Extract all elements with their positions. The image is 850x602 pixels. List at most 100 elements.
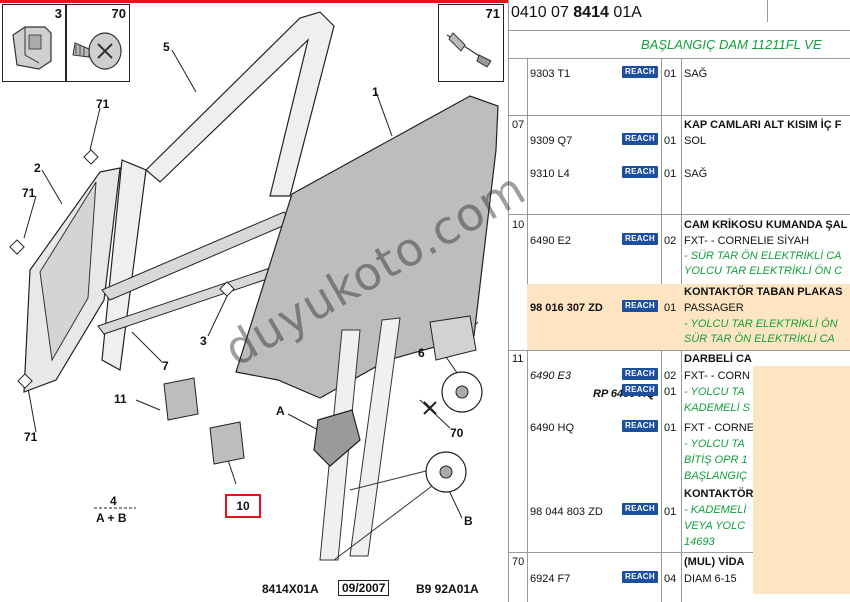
inset-screw-70: 70: [66, 4, 130, 82]
description-title: (MUL) VİDA: [684, 556, 745, 568]
group-number: 07: [512, 119, 525, 131]
quantity: 01: [664, 302, 677, 314]
description-note: - YOLCU TAR ELEKTRİKLİ ÖN: [684, 318, 838, 330]
quantity: 02: [664, 370, 677, 382]
callout-7: 7: [162, 359, 169, 373]
part-number[interactable]: 6490 E2: [530, 235, 571, 247]
description-note: VEYA YOLC: [684, 520, 746, 532]
diagram-date: 09/2007: [338, 580, 390, 596]
callout-70: 70: [450, 426, 464, 440]
callout-B: B: [464, 514, 473, 528]
parts-catalog-panel: 0410 07 8414 01A BAŞLANGIÇ DAM 11211FL V…: [508, 0, 850, 602]
description-note: - SÜR TAR ÖN ELEKTRİKLİ CA: [684, 250, 842, 262]
part-number[interactable]: 98 016 307 ZD: [530, 302, 603, 314]
header-separator: [767, 0, 768, 22]
inset-number: 70: [111, 6, 126, 21]
group-label-a-plus-b: A + B: [96, 511, 127, 525]
description-note: - KADEMELİ: [684, 504, 747, 516]
callout-71-top: 71: [96, 97, 110, 111]
clip-icon: [12, 26, 52, 70]
rivet-icon: [446, 32, 492, 68]
part-number[interactable]: 9309 Q7: [530, 135, 573, 147]
catalog-header: 0410 07 8414 01A: [509, 0, 850, 31]
callout-71-left: 71: [22, 186, 36, 200]
catalog-reference: 0410 07 8414 01A: [511, 4, 642, 22]
ref-suffix: 01A: [608, 4, 642, 21]
quantity: 01: [664, 135, 677, 147]
diagram-ref-left: 8414X01A: [262, 582, 319, 596]
description: PASSAGER: [684, 302, 744, 314]
quantity: 01: [664, 422, 677, 434]
description: FXT - CORNE: [684, 422, 755, 434]
reach-badge: REACH: [622, 368, 658, 380]
callout-4: 4: [110, 494, 117, 508]
group-separator: [509, 115, 850, 116]
callout-3: 3: [200, 334, 207, 348]
callout-11: 11: [114, 392, 127, 406]
description: SOL: [684, 135, 707, 147]
description: SAĞ: [684, 168, 708, 180]
description: DIAM 6-15: [684, 573, 737, 585]
part-number[interactable]: 6490 HQ: [530, 422, 575, 434]
ref-prefix: 0410 07: [511, 4, 574, 21]
description-note: BAŞLANGIÇ: [684, 470, 747, 482]
description: FXT- - CORN: [684, 370, 750, 382]
description-note: KADEMELİ S: [684, 402, 751, 414]
group-separator: [509, 350, 850, 351]
description-note: - YOLCU TA: [684, 438, 745, 450]
callout-10-highlighted[interactable]: 10: [225, 494, 261, 518]
start-condition: BAŞLANGIÇ DAM 11211FL VE: [641, 37, 822, 52]
description-note: 14693: [684, 536, 715, 548]
group-number: 70: [512, 556, 525, 568]
door-glass-exploded-view: [9, 11, 499, 561]
reach-badge: REACH: [622, 233, 658, 245]
inset-clip-3: 3: [2, 4, 66, 82]
description-note: BİTİŞ OPR 1: [684, 454, 748, 466]
part-number[interactable]: 6924 F7: [530, 573, 571, 585]
description-title: KONTAKTÖR: [684, 488, 754, 500]
description-title: DARBELİ CA: [684, 353, 752, 365]
screw-icon: [72, 32, 122, 70]
description-title: KAP CAMLARI ALT KISIM İÇ F: [684, 119, 842, 131]
inset-rivet-71: 71: [438, 4, 504, 82]
reach-badge: REACH: [622, 66, 658, 78]
diagram-ref-right: B9 92A01A: [416, 582, 479, 596]
inset-number: 71: [485, 6, 500, 21]
callout-1: 1: [372, 85, 379, 99]
reach-badge: REACH: [622, 166, 658, 178]
group-separator: [509, 214, 850, 215]
red-top-border: [0, 0, 508, 3]
callout-6: 6: [418, 346, 425, 360]
description-note: - YOLCU TA: [684, 386, 745, 398]
description-title: CAM KRİKOSU KUMANDA ŞAL: [684, 219, 848, 231]
reach-badge: REACH: [622, 384, 658, 396]
group-number: 11: [512, 353, 524, 365]
catalog-subheader: BAŞLANGIÇ DAM 11211FL VE: [509, 30, 850, 59]
quantity: 01: [664, 386, 677, 398]
quantity: 01: [664, 506, 677, 518]
quantity: 01: [664, 168, 677, 180]
callout-A: A: [276, 404, 285, 418]
inset-number: 3: [54, 6, 62, 21]
callout-5: 5: [163, 40, 170, 54]
callout-71-bottom: 71: [24, 430, 38, 444]
part-number[interactable]: 6490 E3: [530, 370, 571, 382]
part-number[interactable]: 9303 T1: [530, 68, 571, 80]
selected-row-highlight: [527, 284, 850, 350]
reach-badge: REACH: [622, 503, 658, 515]
reach-badge: REACH: [622, 420, 658, 432]
description-title: KONTAKTÖR TABAN PLAKAS: [684, 286, 843, 298]
quantity: 02: [664, 235, 677, 247]
part-number[interactable]: 9310 L4: [530, 168, 570, 180]
reach-badge: REACH: [622, 300, 658, 312]
tooltip-overlay: [753, 366, 850, 594]
group-separator: [509, 552, 850, 553]
part-number[interactable]: 98 044 803 ZD: [530, 506, 603, 518]
quantity: 01: [664, 68, 677, 80]
callout-2: 2: [34, 161, 41, 175]
description: SAĞ: [684, 68, 708, 80]
ref-bold: 8414: [573, 4, 609, 21]
reach-badge: REACH: [622, 133, 658, 145]
description-note: SÜR TAR ÖN ELEKTRİKLİ CA: [684, 333, 835, 345]
reach-badge: REACH: [622, 571, 658, 583]
